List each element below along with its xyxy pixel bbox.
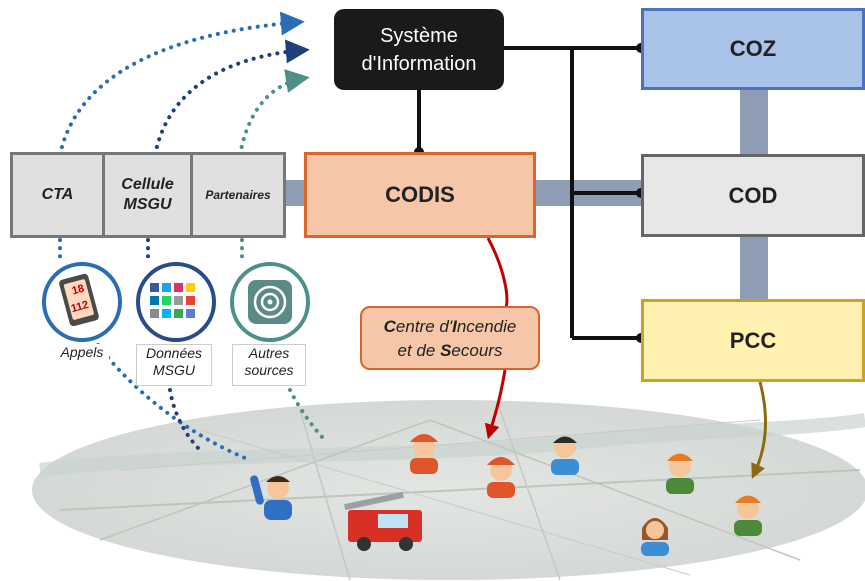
firefighter-icon [410, 434, 438, 474]
phone-icon [42, 262, 122, 342]
caption-donnees-line1: Données [145, 345, 203, 361]
source-msgu-line1: Cellule [121, 176, 174, 193]
cis-line2: et de Secours [397, 341, 503, 360]
dotted-lines-to-map [58, 238, 327, 462]
cis-line1: Centre d'Incendie [383, 317, 517, 336]
rescuer-icon [666, 453, 694, 494]
caption-appels: Appels [55, 344, 109, 364]
cod-box: COD [641, 154, 865, 237]
source-msgu-line2: MSGU [123, 196, 172, 213]
source-cta: CTA [13, 155, 105, 235]
social-media-icon [136, 262, 216, 342]
pcc-box: PCC [641, 299, 865, 382]
olive-arrow-pcc [751, 381, 767, 479]
source-cta-label: CTA [41, 186, 74, 203]
fire-truck-icon [344, 491, 422, 551]
coz-label: COZ [729, 36, 777, 61]
civilian-woman-icon [641, 518, 669, 556]
si-line2: d'Information [361, 52, 477, 75]
dotted-arrows-to-si [58, 11, 310, 157]
pcc-label: PCC [729, 327, 777, 353]
si-line1: Système [380, 24, 458, 47]
signal-icon [230, 262, 310, 342]
codis-label: CODIS [385, 182, 455, 207]
systeme-information-box: Système d'Information [334, 9, 504, 90]
civilian-icon [551, 436, 579, 475]
codis-box: CODIS [304, 152, 536, 238]
sources-panel: CTA Cellule MSGU Partenaires [10, 152, 286, 238]
waving-person-icon [250, 475, 292, 520]
firefighter-icon [487, 457, 515, 498]
centre-incendie-secours-box: Centre d'Incendie et de Secours [360, 306, 540, 370]
caption-autres-sources: Autres sources [232, 344, 306, 386]
rescuer-icon [734, 495, 762, 536]
coz-box: COZ [641, 8, 865, 90]
source-msgu: Cellule MSGU [105, 155, 193, 235]
source-partenaires: Partenaires [193, 155, 283, 235]
caption-autres-line2: sources [244, 362, 294, 378]
si-lines [417, 46, 641, 340]
source-partenaires-label: Partenaires [205, 188, 271, 202]
caption-autres-line1: Autres [248, 345, 290, 361]
caption-donnees-msgu: Données MSGU [136, 344, 212, 386]
city-map [32, 400, 865, 581]
caption-donnees-line2: MSGU [153, 362, 195, 378]
cod-label: COD [728, 182, 778, 208]
